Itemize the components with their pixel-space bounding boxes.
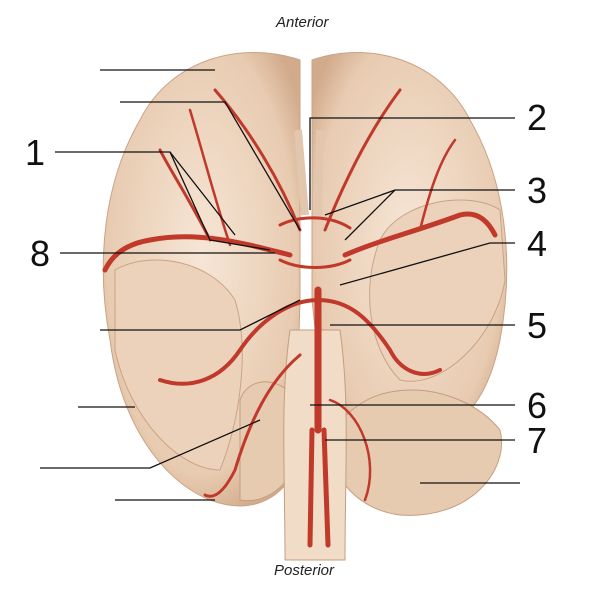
leader-unlabeled-c bbox=[100, 299, 301, 331]
leader-unlabeled-b bbox=[120, 101, 301, 231]
brainstem bbox=[283, 329, 347, 561]
leader-lines bbox=[40, 69, 520, 501]
leader-3b bbox=[344, 189, 396, 241]
label-6: 6 bbox=[527, 385, 548, 426]
label-3: 3 bbox=[527, 170, 548, 211]
label-7: 7 bbox=[527, 420, 548, 461]
arteries bbox=[102, 88, 498, 548]
left-temporal-lobe bbox=[114, 259, 243, 471]
leader-2 bbox=[309, 117, 515, 210]
cerebellum bbox=[239, 381, 502, 516]
leader-unlabeled-e bbox=[40, 419, 261, 469]
label-5: 5 bbox=[527, 305, 548, 346]
posterior-label: Posterior bbox=[274, 562, 335, 579]
leader-1b bbox=[169, 151, 271, 251]
label-8: 8 bbox=[30, 233, 51, 274]
label-2: 2 bbox=[527, 97, 548, 138]
anterior-label: Anterior bbox=[276, 14, 329, 31]
olfactory-tracts bbox=[294, 129, 324, 216]
leader-4 bbox=[339, 242, 515, 286]
label-1: 1 bbox=[25, 132, 46, 173]
label-4: 4 bbox=[527, 223, 548, 264]
